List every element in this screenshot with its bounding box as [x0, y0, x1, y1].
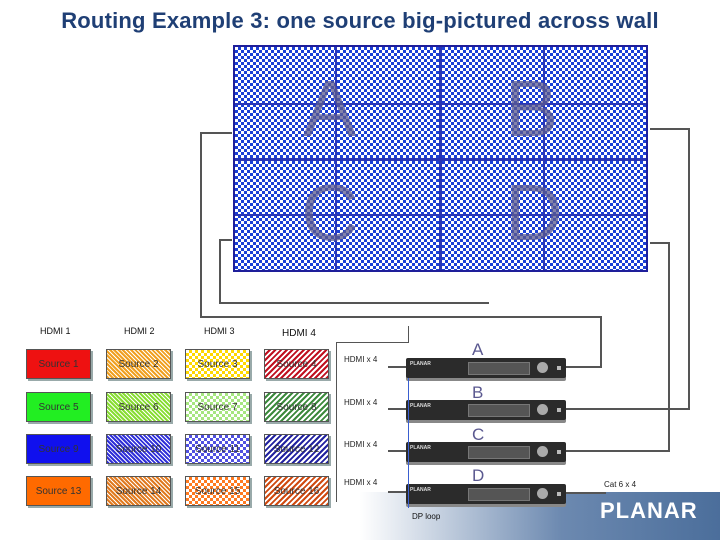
bus-line	[336, 342, 409, 343]
source-tile[interactable]: Source 12	[264, 434, 329, 464]
cable-a	[200, 132, 202, 317]
source-tile[interactable]: Source 8	[264, 392, 329, 422]
rack-brand: PLANAR	[410, 445, 431, 451]
cable-a	[200, 316, 602, 318]
source-tile[interactable]: Source 4	[264, 349, 329, 379]
hdmi-x4-label: HDMI x 4	[344, 398, 378, 407]
hdmi-x4-label: HDMI x 4	[344, 355, 378, 364]
bus-line	[336, 342, 337, 502]
rack-knob-icon	[537, 362, 548, 373]
cable-c	[219, 239, 221, 303]
cable-c	[219, 239, 232, 241]
rack-panel	[468, 446, 530, 459]
rack-knob-icon	[537, 404, 548, 415]
source-tile[interactable]: Source 6	[106, 392, 171, 422]
wall-label-a: A	[303, 64, 357, 153]
cable-a	[600, 316, 602, 366]
hdmi-header-2: HDMI 2	[124, 326, 155, 336]
slide-title: Routing Example 3: one source big-pictur…	[61, 8, 659, 33]
video-wall: A B C D	[233, 45, 648, 272]
rack-led-icon	[557, 450, 561, 454]
rack-led-icon	[557, 408, 561, 412]
rack-knob-icon	[537, 446, 548, 457]
source-tile[interactable]: Source 1	[26, 349, 91, 379]
cable-d	[668, 242, 670, 452]
controller-unit-d: PLANAR	[406, 484, 566, 504]
source-tile[interactable]: Source 5	[26, 392, 91, 422]
rack-brand: PLANAR	[410, 403, 431, 409]
hdmi-header-4: HDMI 4	[282, 328, 316, 339]
cable-d	[566, 450, 670, 452]
cat6-label: Cat 6 x 4	[604, 480, 637, 489]
cable-b	[650, 128, 690, 130]
source-tile[interactable]: Source 2	[106, 349, 171, 379]
unit-label-a: A	[472, 340, 484, 359]
hdmi-x4-label: HDMI x 4	[344, 478, 378, 487]
cable-d	[650, 242, 670, 244]
cable-b	[566, 408, 690, 410]
hdmi-header-1: HDMI 1	[40, 326, 71, 336]
cable-c	[219, 302, 489, 304]
controller-unit-b: PLANAR	[406, 400, 566, 420]
source-tile[interactable]: Source 3	[185, 349, 250, 379]
source-tile[interactable]: Source 9	[26, 434, 91, 464]
source-tile[interactable]: Source 10	[106, 434, 171, 464]
rack-knob-icon	[537, 488, 548, 499]
rack-led-icon	[557, 492, 561, 496]
rack-brand: PLANAR	[410, 361, 431, 367]
controller-unit-a: PLANAR	[406, 358, 566, 378]
unit-label-d: D	[472, 466, 485, 485]
wall-label-b: B	[505, 64, 559, 153]
wall-label-d: D	[505, 168, 563, 257]
rack-panel	[468, 362, 530, 375]
wall-divider	[235, 158, 646, 161]
cable-a	[566, 366, 602, 368]
input-arrow	[388, 450, 406, 452]
source-tile[interactable]: Source 14	[106, 476, 171, 506]
rack-panel	[468, 404, 530, 417]
source-tile[interactable]: Source 7	[185, 392, 250, 422]
source-tile[interactable]: Source 11	[185, 434, 250, 464]
wall-label-c: C	[301, 168, 359, 257]
rack-brand: PLANAR	[410, 487, 431, 493]
rack-panel	[468, 488, 530, 501]
cable-a	[200, 132, 232, 134]
input-arrow	[388, 408, 406, 410]
unit-label-b: B	[472, 383, 484, 402]
source-tile[interactable]: Source 13	[26, 476, 91, 506]
input-arrow	[388, 491, 406, 493]
rack-led-icon	[557, 366, 561, 370]
source-tile[interactable]: Source 15	[185, 476, 250, 506]
wall-divider	[235, 103, 646, 105]
wall-divider	[235, 214, 646, 216]
source-tile[interactable]: Source 16	[264, 476, 329, 506]
planar-logo: PLANAR	[600, 498, 698, 523]
hdmi-header-3: HDMI 3	[204, 326, 235, 336]
cable-out	[566, 492, 606, 494]
cable-b	[688, 128, 690, 410]
unit-label-c: C	[472, 425, 485, 444]
hdmi-x4-label: HDMI x 4	[344, 440, 378, 449]
bus-line	[408, 326, 409, 342]
dp-loop-label: DP loop	[412, 512, 441, 521]
input-arrow	[388, 366, 406, 368]
controller-unit-c: PLANAR	[406, 442, 566, 462]
dp-loop-line	[408, 378, 409, 508]
